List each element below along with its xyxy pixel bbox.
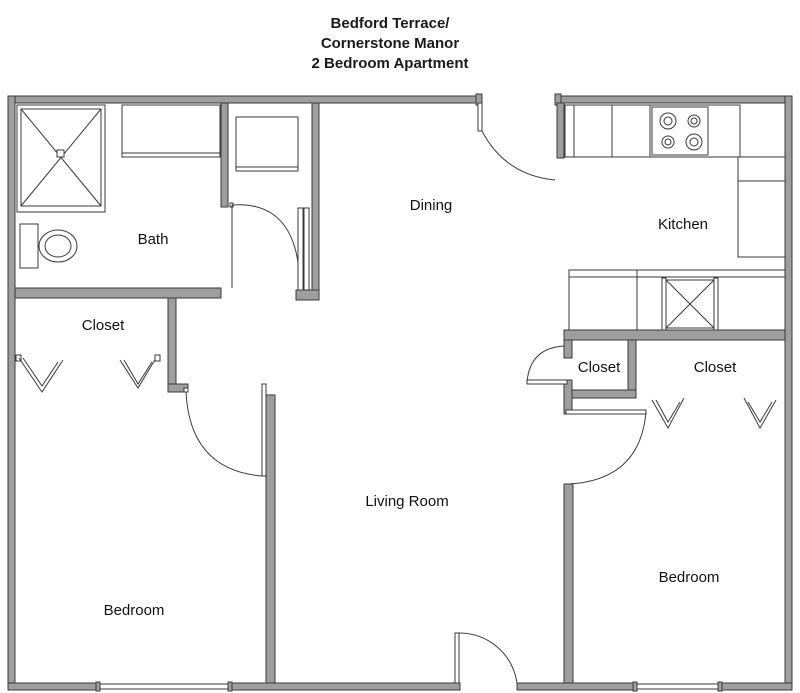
kitchen-fixtures xyxy=(564,104,786,331)
title-line-1: Bedford Terrace/ xyxy=(330,15,450,32)
title-line-2: Cornerstone Manor xyxy=(320,35,460,52)
wall-right xyxy=(784,95,793,691)
stove xyxy=(651,106,709,156)
door-closet-mid xyxy=(526,379,568,385)
room-labels: Bath Dining Kitchen Closet Closet Closet… xyxy=(82,197,737,619)
windows xyxy=(95,93,723,692)
label-living-room: Living Room xyxy=(365,493,448,510)
wall-bottom-1 xyxy=(7,682,99,691)
door-bedroom-left xyxy=(183,387,189,393)
interior-walls xyxy=(14,102,786,684)
wall-bottom-3 xyxy=(516,682,636,691)
title-line-3: 2 Bedroom Apartment xyxy=(311,55,469,72)
label-closet-left: Closet xyxy=(82,317,125,334)
doors xyxy=(183,102,647,684)
bath-fixtures xyxy=(16,104,221,269)
vanity xyxy=(121,104,221,158)
label-closet-mid: Closet xyxy=(578,359,621,376)
wall-top-left xyxy=(7,95,479,104)
label-kitchen: Kitchen xyxy=(658,216,708,233)
refrigerator xyxy=(737,156,786,258)
wall-top-right xyxy=(556,95,793,104)
water-heater xyxy=(235,116,299,172)
shower xyxy=(16,104,106,213)
label-dining: Dining xyxy=(410,197,453,214)
label-closet-right: Closet xyxy=(694,359,737,376)
label-bedroom-right: Bedroom xyxy=(659,569,720,586)
wall-bottom-2 xyxy=(229,682,461,691)
door-main-entry xyxy=(454,632,460,684)
exterior-walls xyxy=(7,95,793,691)
wall-bottom-4 xyxy=(719,682,793,691)
label-bath: Bath xyxy=(138,231,169,248)
wall-left xyxy=(7,95,16,691)
door-bedroom-right xyxy=(565,409,647,415)
utility-closet xyxy=(235,116,299,172)
closet-bifold-doors xyxy=(15,354,777,430)
plan-title: Bedford Terrace/ Cornerstone Manor 2 Bed… xyxy=(0,14,780,74)
door-dining-patio xyxy=(477,102,483,132)
toilet-tank xyxy=(19,223,39,269)
label-bedroom-left: Bedroom xyxy=(104,602,165,619)
